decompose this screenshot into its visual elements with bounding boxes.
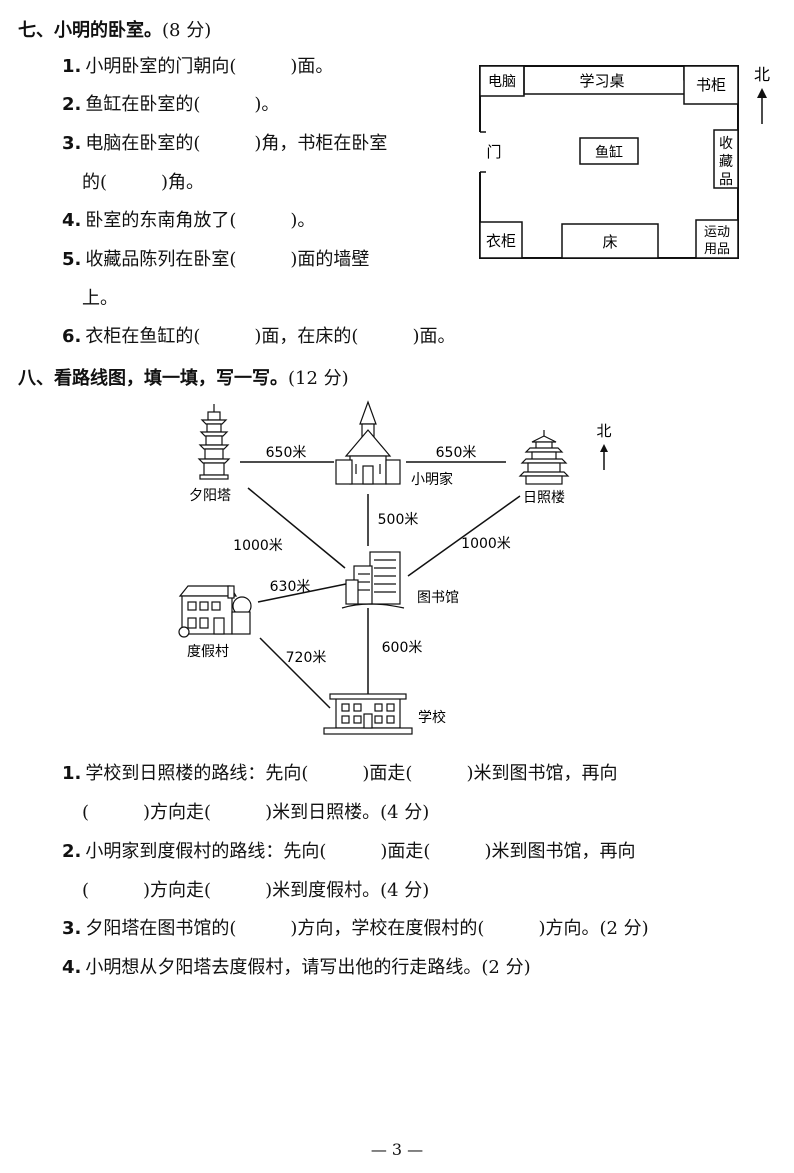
resort-building-icon	[178, 585, 252, 638]
collection-box	[713, 129, 739, 189]
bookcase-label: 书柜	[696, 76, 726, 94]
wardrobe-label: 衣柜	[486, 232, 516, 250]
sports-label-2: 用品	[704, 242, 730, 257]
distance-tower-library: 1000米	[233, 538, 283, 554]
distance-resort-library: 630米	[270, 579, 311, 595]
north-label-map: 北	[596, 422, 611, 440]
question-7-4: 4.卧室的东南角放了( )。	[62, 210, 316, 231]
question-7-6: 6.衣柜在鱼缸的( )面，在床的( )面。	[62, 326, 456, 347]
section-8-title: 八、看路线图，填一填，写一写。(12 分)	[18, 368, 349, 389]
place-label-tower: 夕阳塔	[189, 488, 231, 504]
question-7-2: 2.鱼缸在卧室的( )。	[62, 94, 280, 115]
place-label-home: 小明家	[411, 471, 453, 488]
distance-rizhao-library: 1000米	[461, 536, 511, 552]
question-7-1: 1.小明卧室的门朝向( )面。	[62, 56, 334, 77]
pagoda-icon	[197, 404, 231, 480]
distance-tower-home: 650米	[266, 445, 307, 461]
school-building-icon	[323, 693, 413, 735]
question-8-1: 1.学校到日照楼的路线：先向( )面走( )米到图书馆，再向	[62, 763, 618, 784]
bed-box	[561, 223, 659, 259]
collection-label-3: 品	[719, 172, 733, 188]
distance-home-rizhao: 650米	[436, 445, 477, 461]
question-8-4: 4.小明想从夕阳塔去度假村，请写出他的行走路线。(2 分)	[62, 957, 531, 978]
door-label: 门	[486, 143, 501, 161]
library-building-icon	[341, 551, 405, 609]
north-label-room: 北	[754, 65, 770, 84]
house-icon	[335, 400, 401, 485]
sports-box	[695, 219, 739, 259]
question-8-3: 3.夕阳塔在图书馆的( )方向，学校在度假村的( )方向。(2 分)	[62, 918, 649, 939]
question-7-5-continuation: 上。	[82, 288, 118, 309]
question-8-1-continuation: ( )方向走( )米到日照楼。(4 分)	[82, 802, 430, 823]
place-label-rizhao: 日照楼	[523, 490, 565, 506]
computer-label: 电脑	[488, 74, 516, 90]
computer-box	[479, 65, 525, 97]
question-8-2-continuation: ( )方向走( )米到度假村。(4 分)	[82, 880, 430, 901]
fishtank-box	[579, 137, 639, 165]
desk-label: 学习桌	[579, 72, 624, 90]
fishtank-label: 鱼缸	[595, 144, 623, 161]
sports-label-1: 运动	[704, 225, 730, 240]
wardrobe-box	[479, 221, 523, 259]
distance-library-school: 600米	[382, 640, 423, 656]
question-7-3-continuation: 的( )角。	[82, 172, 205, 193]
distance-resort-school: 720米	[286, 650, 327, 666]
distance-home-library: 500米	[378, 512, 419, 528]
place-label-resort: 度假村	[187, 644, 229, 660]
collection-label-1: 收	[719, 136, 733, 152]
question-7-3: 3.电脑在卧室的( )角，书柜在卧室	[62, 133, 388, 154]
question-7-5: 5.收藏品陈列在卧室( )面的墙壁	[62, 249, 370, 270]
page-number: — 3 —	[370, 1140, 424, 1159]
place-label-school: 学校	[418, 709, 446, 726]
place-label-library: 图书馆	[417, 590, 459, 606]
bedroom-diagram: 电脑 学习桌 书柜 门 鱼缸 收 藏 品 衣柜 床 运动 用品 北	[476, 65, 770, 259]
question-8-2: 2.小明家到度假村的路线：先向( )面走( )米到图书馆，再向	[62, 841, 636, 862]
rizhao-building-icon	[518, 430, 570, 485]
section-7-title: 七、小明的卧室。(8 分)	[18, 20, 212, 41]
bookcase-box	[683, 65, 739, 105]
route-map: 650米 650米 500米 1000米 1000米 630米 720米 600…	[178, 400, 612, 735]
collection-label-2: 藏	[719, 154, 733, 170]
bed-label: 床	[602, 233, 617, 251]
